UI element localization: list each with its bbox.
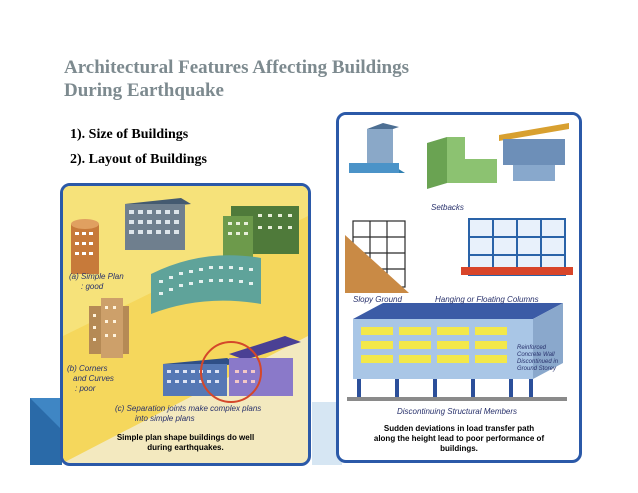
caption-right-2: along the height lead to poor performanc… — [373, 434, 545, 443]
label-separation-joints-2: into simple plans — [135, 414, 195, 423]
label-corners-poor: : poor — [75, 384, 96, 393]
caption-left-2: during earthquakes. — [147, 443, 224, 452]
irregularities-figure: Setbacks Slopy Ground Hanging or Floatin… — [336, 112, 582, 463]
left-illustration — [63, 186, 308, 463]
label-corners: (b) Corners — [67, 364, 108, 373]
caption-left-1: Simple plan shape buildings do well — [116, 433, 255, 442]
label-slopy-ground: Slopy Ground — [353, 295, 402, 304]
slide-title: Architectural Features Affecting Buildin… — [64, 56, 409, 102]
title-line-2: During Earthquake — [64, 80, 224, 101]
right-illustration — [339, 115, 579, 401]
title-line-1: Architectural Features Affecting Buildin… — [64, 57, 409, 78]
caption-right-3: buildings. — [440, 444, 478, 453]
label-wall-2: Concrete Wall — [517, 352, 555, 358]
bullet-size: 1). Size of Buildings — [70, 127, 189, 142]
label-wall-1: Reinforced — [517, 345, 547, 351]
label-wall-4: Ground Storey — [517, 366, 557, 372]
label-simple-plan-good: : good — [81, 282, 104, 291]
label-simple-plan: (a) Simple Plan — [69, 272, 124, 281]
bullet-layout: 2). Layout of Buildings — [70, 152, 207, 167]
caption-right-1: Sudden deviations in load transfer path — [383, 424, 535, 433]
label-hanging-columns: Hanging or Floating Columns — [435, 295, 539, 304]
label-wall-3: Discontinued in — [517, 359, 559, 365]
label-setbacks: Setbacks — [431, 203, 464, 212]
label-separation-joints: (c) Separation joints make complex plans — [115, 404, 262, 413]
simple-plan-figure: (a) Simple Plan : good (b) Corners and C… — [60, 183, 311, 466]
label-corners-curves: and Curves — [73, 374, 114, 383]
label-discontinuing-members: Discontinuing Structural Members — [397, 407, 518, 416]
